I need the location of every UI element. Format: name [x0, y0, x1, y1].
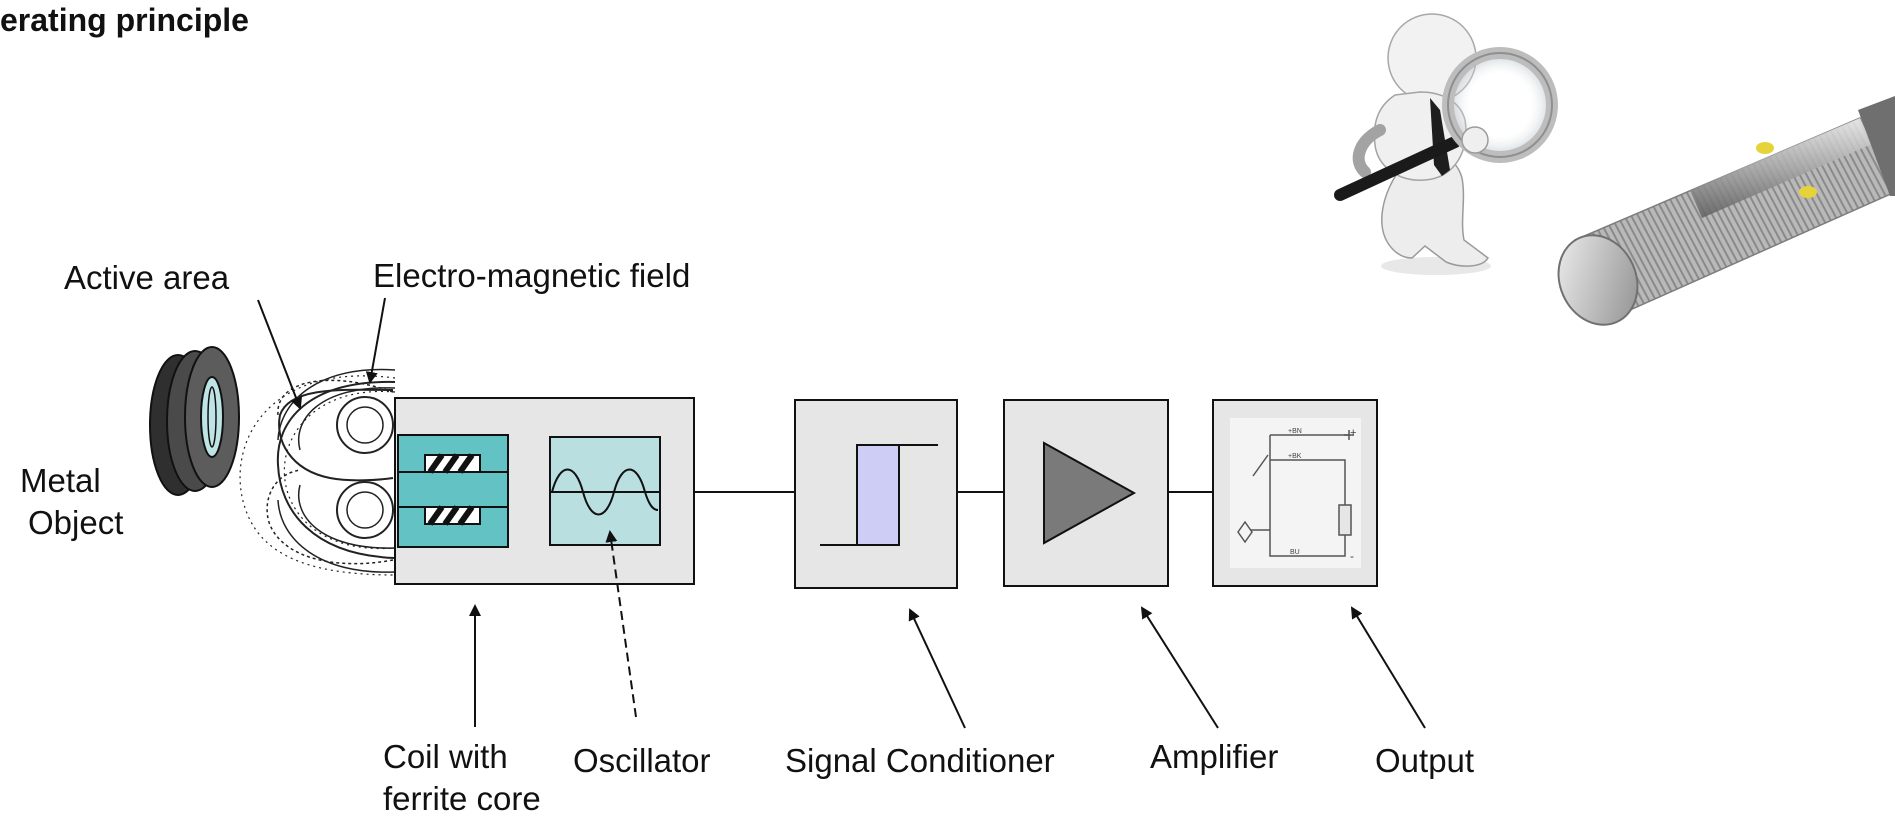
schematic-bottom-value: BU	[1290, 549, 1300, 556]
person-with-magnifier-icon	[1334, 13, 1558, 275]
label-output: Output	[1375, 742, 1475, 779]
label-coil-line1: Coil with	[383, 738, 508, 775]
output-schematic	[1237, 430, 1354, 557]
label-coil-line2: ferrite core	[383, 780, 541, 817]
page-title: erating principle	[0, 2, 249, 38]
arrow-signal-conditioner	[908, 608, 966, 729]
arrow-active-area	[257, 299, 302, 410]
arrow-em-field	[365, 297, 386, 384]
arrow-oscillator	[605, 530, 637, 718]
schematic-minus: -	[1350, 549, 1354, 563]
schematic-mid-value: +BK	[1288, 453, 1302, 460]
coil-ferrite-core	[397, 434, 509, 548]
metal-object	[149, 346, 240, 496]
arrow-output	[1350, 606, 1426, 729]
oscillator-block	[549, 436, 661, 546]
electromagnetic-field	[239, 368, 396, 576]
label-metal-object: Metal Object	[20, 460, 123, 544]
arrow-amplifier	[1140, 606, 1219, 729]
label-coil: Coil with ferrite core	[383, 736, 541, 820]
signal-conditioner-block	[794, 399, 958, 589]
label-amplifier: Amplifier	[1150, 738, 1279, 775]
schematic-plus: +	[1350, 427, 1356, 439]
schematic-top-value: +BN	[1288, 428, 1302, 435]
amplifier-block	[1003, 399, 1169, 587]
label-em-field: Electro-magnetic field	[373, 257, 691, 294]
label-oscillator: Oscillator	[573, 742, 711, 779]
pointer-arrows	[257, 297, 1426, 729]
label-signal-conditioner: Signal Conditioner	[785, 742, 1055, 779]
output-block: + - +BN +BK BU	[1212, 399, 1378, 587]
label-active-area: Active area	[64, 259, 230, 296]
inductive-sensor-icon	[1557, 96, 1895, 326]
label-metal-object-line2: Object	[28, 504, 124, 541]
label-metal-object-line1: Metal	[20, 462, 101, 499]
